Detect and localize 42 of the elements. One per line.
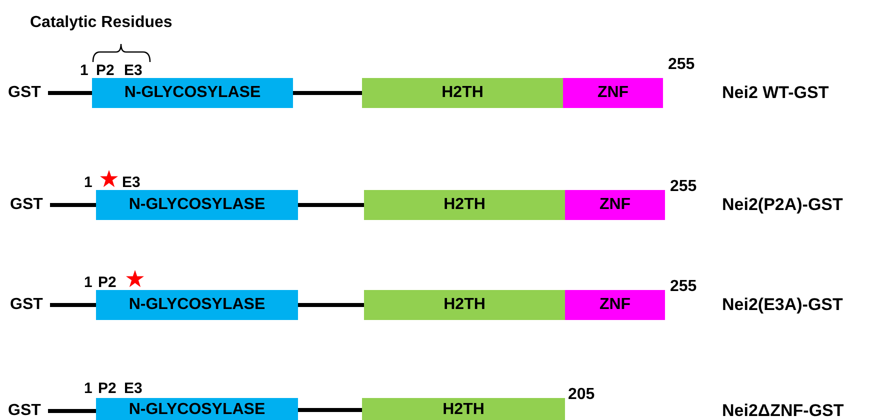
position-number: 1 — [84, 380, 92, 398]
position-number: 1 — [84, 174, 92, 192]
connector-line — [298, 203, 364, 207]
domain-box: N-GLYCOSYLASE — [96, 398, 298, 420]
tag-label: GST — [8, 84, 41, 102]
domain-box: H2TH — [362, 78, 563, 108]
domain-box: H2TH — [362, 398, 565, 420]
residue-label: E3 — [122, 174, 140, 192]
domain-box: ZNF — [565, 190, 665, 220]
domain-box: H2TH — [364, 190, 565, 220]
connector-line — [48, 409, 96, 413]
construct-name: Nei2(P2A)-GST — [722, 196, 843, 214]
domain-box: N-GLYCOSYLASE — [96, 190, 298, 220]
tag-label: GST — [8, 402, 41, 420]
domain-box: ZNF — [563, 78, 663, 108]
connector-line — [293, 91, 362, 95]
residue-label: P2 — [96, 62, 114, 80]
position-number: 1 — [80, 62, 88, 80]
connector-line — [50, 303, 96, 307]
position-number: 255 — [670, 178, 697, 196]
residue-label: P2 — [98, 380, 116, 398]
construct-name: Nei2 WT-GST — [722, 84, 829, 102]
construct-name: Nei2ΔZNF-GST — [722, 402, 844, 420]
domain-box: N-GLYCOSYLASE — [96, 290, 298, 320]
connector-line — [50, 203, 96, 207]
section-heading: Catalytic Residues — [30, 14, 172, 32]
construct-name: Nei2(E3A)-GST — [722, 296, 843, 314]
connector-line — [298, 408, 362, 412]
position-number: 205 — [568, 386, 595, 404]
position-number: 1 — [84, 274, 92, 292]
domain-box: N-GLYCOSYLASE — [92, 78, 293, 108]
residue-label: E3 — [124, 62, 142, 80]
residue-label: E3 — [124, 380, 142, 398]
connector-line — [298, 303, 364, 307]
tag-label: GST — [10, 296, 43, 314]
domain-box: H2TH — [364, 290, 565, 320]
residue-label: P2 — [98, 274, 116, 292]
connector-line — [48, 91, 92, 95]
position-number: 255 — [670, 278, 697, 296]
domain-box: ZNF — [565, 290, 665, 320]
tag-label: GST — [10, 196, 43, 214]
position-number: 255 — [668, 56, 695, 74]
